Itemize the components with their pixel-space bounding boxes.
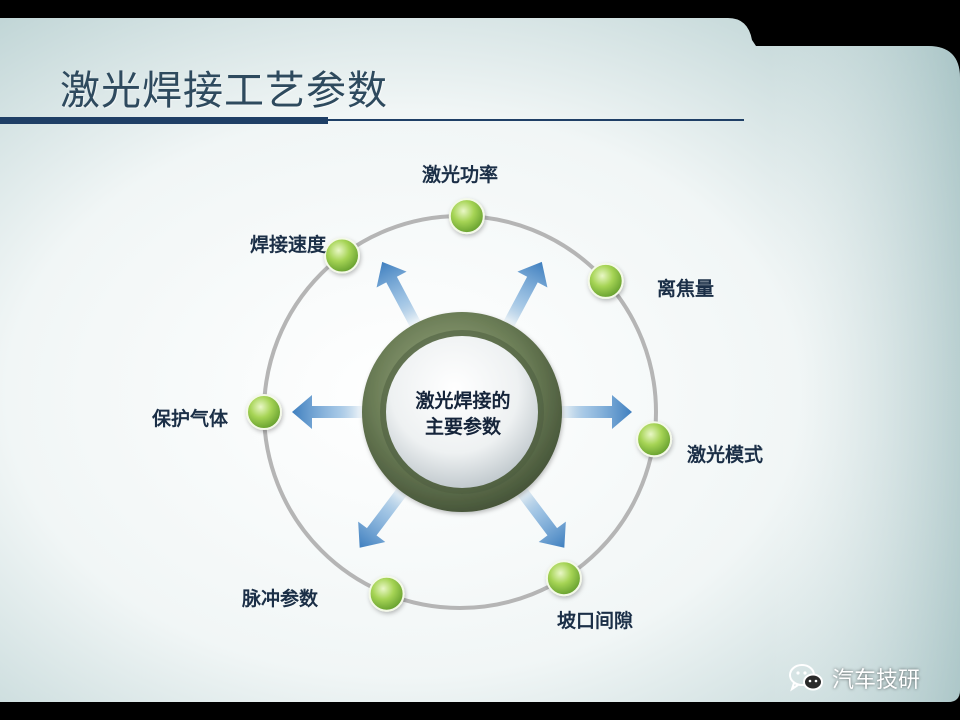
- node-dot-weld-speed: [324, 237, 360, 274]
- arrow-group: [292, 261, 632, 548]
- arrow-right: [560, 395, 632, 429]
- arrow-left: [292, 395, 364, 429]
- arrow-upper-left: [376, 261, 422, 329]
- node-label-laser-power: 激光功率: [422, 164, 499, 186]
- center-hub: [362, 312, 562, 512]
- node-dot-groove-gap: [545, 560, 582, 597]
- node-label-defocus: 离焦量: [657, 278, 715, 300]
- center-label-line1: 激光焊接的: [415, 390, 511, 412]
- node-group: [246, 198, 673, 612]
- node-dot-pulse-params: [368, 575, 405, 612]
- arrow-upper-right: [502, 261, 548, 329]
- center-label: 激光焊接的 主要参数: [395, 388, 531, 440]
- wechat-icon: [789, 664, 823, 692]
- node-dot-laser-mode: [636, 421, 673, 458]
- watermark-text: 汽车技研: [832, 668, 921, 693]
- node-dot-laser-power: [448, 198, 485, 235]
- node-dot-defocus: [587, 262, 624, 299]
- watermark: 汽车技研: [788, 662, 920, 694]
- node-label-shield-gas: 保护气体: [152, 408, 229, 430]
- center-label-line2: 主要参数: [424, 416, 501, 438]
- node-label-groove-gap: 坡口间隙: [557, 610, 634, 632]
- arrow-lower-left: [358, 486, 408, 548]
- arrow-lower-right: [516, 486, 566, 548]
- node-label-laser-mode: 激光模式: [687, 444, 764, 466]
- node-dot-shield-gas: [246, 394, 282, 430]
- page-title: 激光焊接工艺参数: [60, 68, 388, 114]
- title-rule-thick: [0, 117, 328, 124]
- node-label-pulse-params: 脉冲参数: [242, 588, 319, 610]
- title-rule-thin: [328, 119, 744, 121]
- node-label-weld-speed: 焊接速度: [250, 234, 327, 256]
